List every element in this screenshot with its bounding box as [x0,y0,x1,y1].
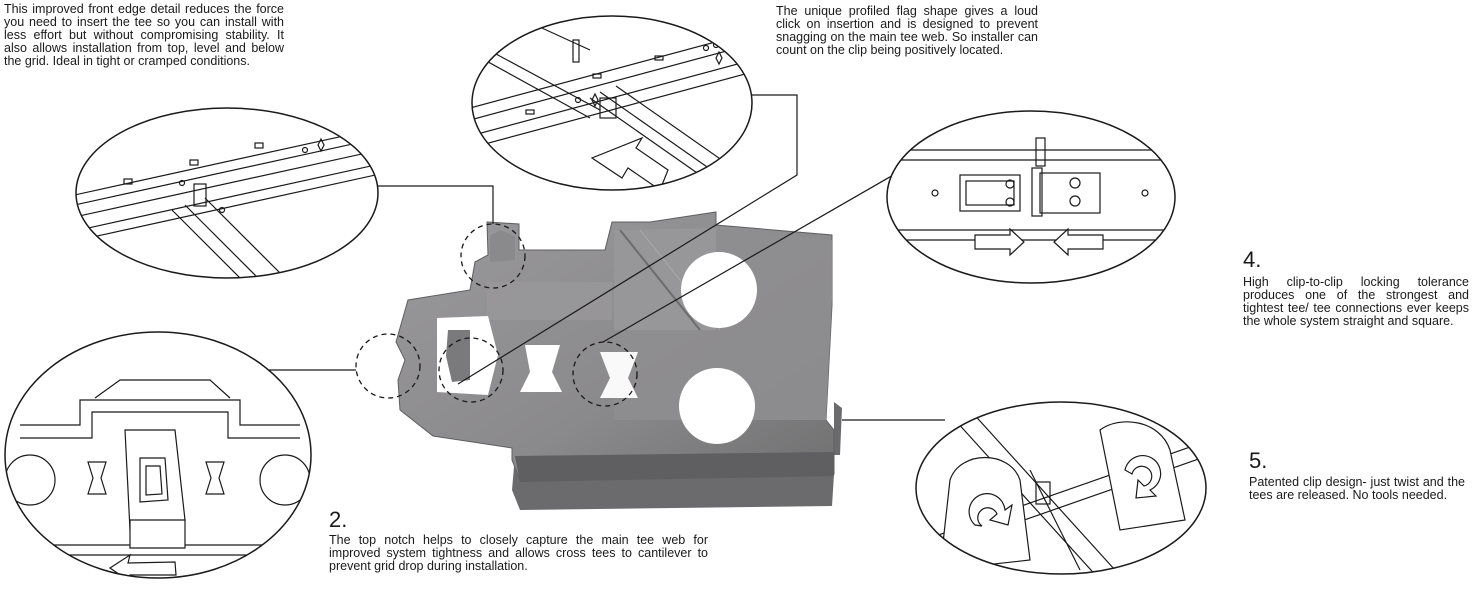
callout-twist-text: Patented clip design- just twist and the… [1249,475,1465,502]
detail-circle-locking [572,341,638,407]
detail-circle-notch [460,223,526,289]
detail-circle-front-edge [355,333,421,399]
callout-flag-shape-text: The unique profiled flag shape gives a l… [776,4,1038,57]
callout-notch-number: 2. [329,507,348,532]
detail-twist-release [915,401,1207,575]
arrow-right-icon [974,227,1025,257]
twist-arrow-icon [968,493,1013,527]
detail-circle-flag [438,337,504,403]
arrow-icon [590,136,669,190]
hand-left-icon [939,457,1031,571]
callout-notch-text: The top notch helps to closely capture t… [329,533,708,573]
detail-front-edge [75,107,379,279]
callout-twist-number: 5. [1249,448,1268,473]
clip-hole-upper [681,252,757,328]
clip-hole-lower [679,368,755,444]
clip-bowtie-slot [520,345,562,392]
callout-locking-text: High clip-to-clip locking tolerance prod… [1243,275,1469,328]
detail-top-notch [4,331,312,579]
hand-right-icon [1099,421,1186,531]
callout-locking-number: 4. [1243,247,1262,272]
callout-front-edge-text: This improved front edge detail reduces … [4,2,284,68]
twist-arrow-icon [1124,454,1162,499]
clip-part [395,211,842,510]
detail-locking-tolerance [886,110,1176,284]
detail-flag-shape [471,15,753,191]
arrow-left-icon [1053,227,1104,257]
